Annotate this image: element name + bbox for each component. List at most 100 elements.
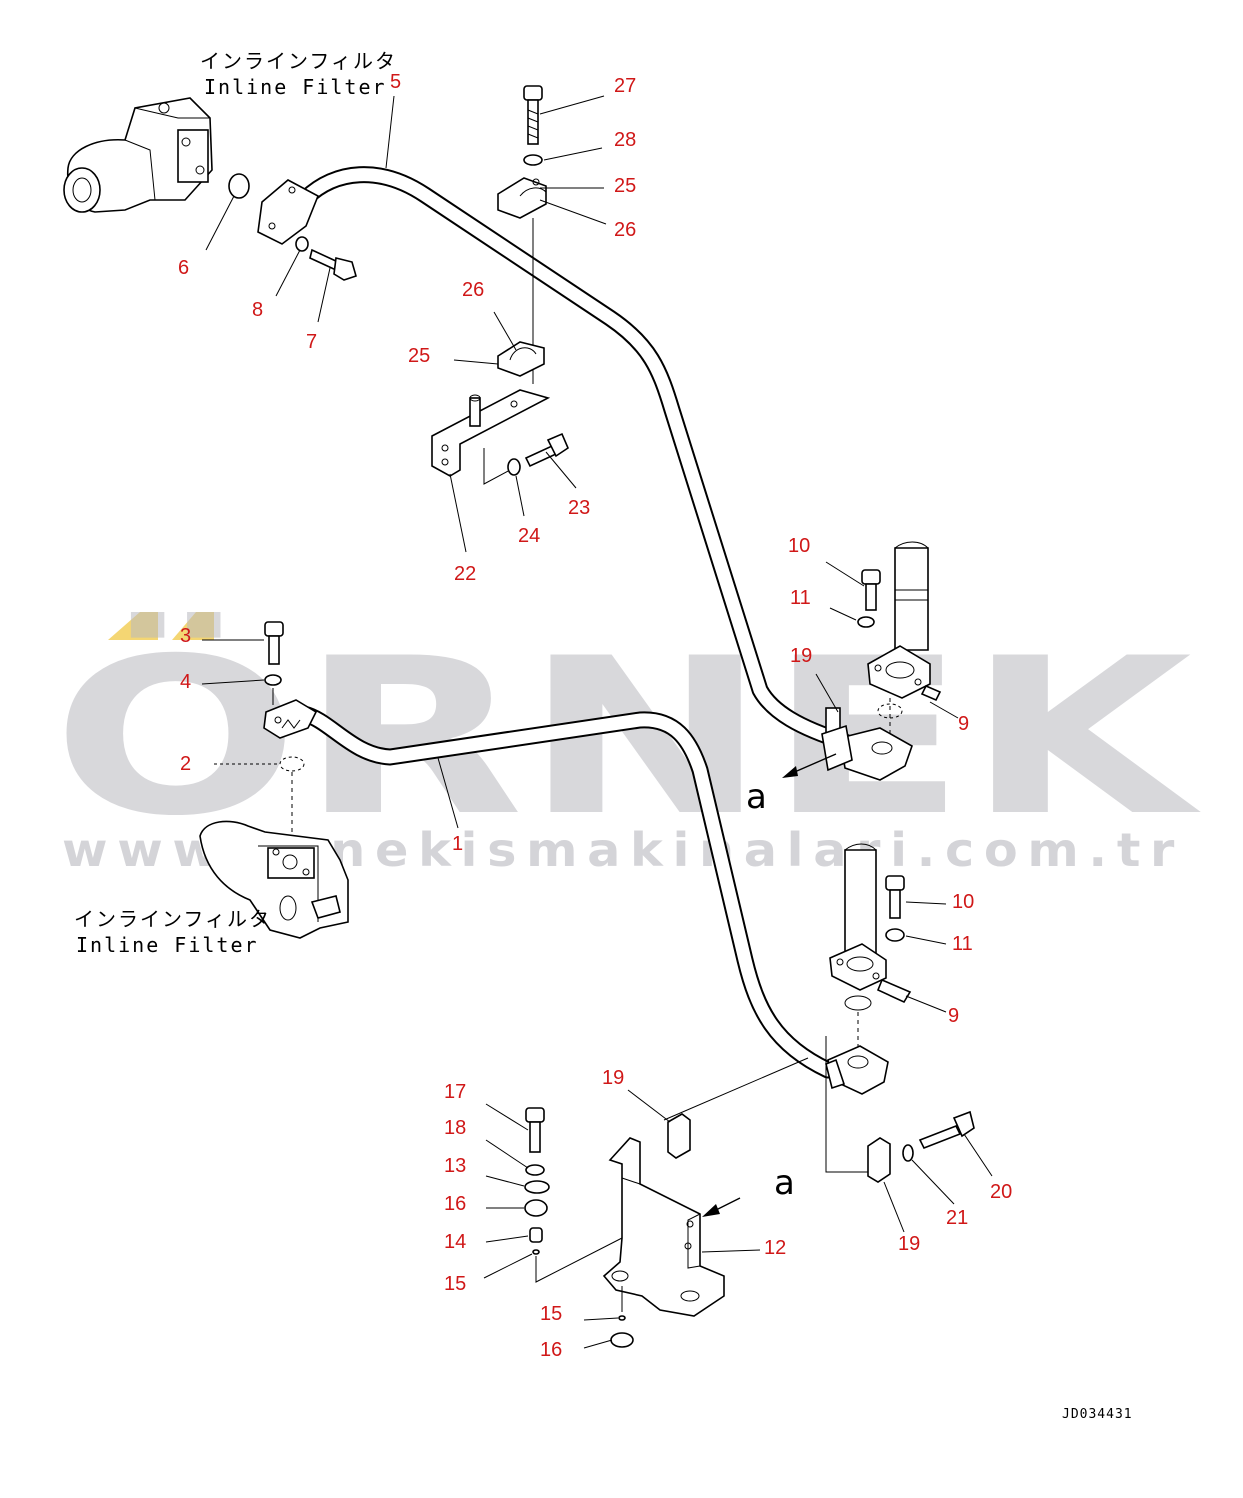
callout-10: 10	[952, 891, 974, 913]
watermark-accent-right	[172, 612, 214, 640]
callout-16: 16	[540, 1339, 562, 1361]
watermark: ÖRNEK www.ornekismakinalari.com.tr	[52, 612, 1201, 877]
assembly-line-19c	[825, 1036, 868, 1173]
bolt-7	[309, 248, 357, 281]
washer-18	[525, 1164, 545, 1176]
caption-bottom-en: Inline Filter	[76, 933, 259, 957]
watermark-accent-left	[108, 612, 158, 640]
view-label-a-upper: a	[746, 777, 767, 817]
bolt-27	[523, 85, 543, 145]
watermark-brand: ÖRNEK	[52, 612, 1201, 863]
callout-20: 20	[990, 1181, 1012, 1203]
hose-right-top	[894, 541, 929, 651]
callout-25: 25	[614, 175, 636, 197]
callout-9: 9	[948, 1005, 959, 1027]
caption-top-jp: インラインフィルタ	[200, 49, 397, 73]
callout-5: 5	[390, 71, 401, 93]
callout-6: 6	[178, 257, 189, 279]
bracket-12	[602, 1137, 725, 1317]
drawing-code: JD034431	[1062, 1407, 1133, 1422]
flange-5-end-right	[821, 707, 913, 781]
callout-21: 21	[946, 1207, 968, 1229]
arrow-a-upper	[782, 753, 837, 778]
callout-11: 11	[790, 587, 811, 609]
clamp-19-right	[867, 1137, 891, 1183]
mount-16-bottom	[610, 1332, 634, 1348]
callout-14: 14	[444, 1231, 466, 1253]
inline-filter-bottom	[199, 820, 349, 939]
bolt-10-top	[861, 569, 881, 611]
bolt-17	[525, 1107, 545, 1153]
pin-15-bottom	[618, 1315, 626, 1321]
assembly-line-22	[483, 448, 511, 485]
caption-bottom-jp: インラインフィルタ	[74, 907, 271, 931]
callout-9: 9	[958, 713, 969, 735]
flange-1-end-right	[825, 1045, 889, 1095]
mount-16-top	[524, 1199, 548, 1217]
o-ring-9-bottom	[844, 995, 872, 1011]
clamp-25-26-top	[497, 177, 547, 219]
callout-17: 17	[444, 1081, 466, 1103]
washer-11-top	[857, 616, 875, 628]
assembly-line-19b	[663, 1057, 809, 1121]
callout-3: 3	[180, 625, 191, 647]
spacer-14	[529, 1227, 543, 1243]
callout-28: 28	[614, 129, 636, 151]
tube-1	[295, 705, 837, 1079]
flange-9-top	[867, 645, 942, 702]
washer-11-bottom	[885, 928, 905, 942]
callout-2: 2	[180, 753, 191, 775]
pin-15-top	[532, 1249, 540, 1255]
hose-right-bottom	[844, 843, 877, 956]
callout-19: 19	[790, 645, 812, 667]
callout-19: 19	[602, 1067, 624, 1089]
bolt-10-bottom	[885, 875, 905, 919]
callout-15: 15	[444, 1273, 466, 1295]
callout-15: 15	[540, 1303, 562, 1325]
washer-24	[507, 458, 521, 476]
inline-filter-top	[63, 97, 213, 213]
washer-28	[523, 154, 543, 166]
callout-26: 26	[462, 279, 484, 301]
bolt-23	[524, 432, 569, 468]
bracket-22	[431, 389, 551, 477]
leader-lines	[201, 95, 993, 1349]
callouts: 5 27 28 25 26 6 8 7 26 25 23 24 22 10 11…	[178, 71, 1012, 1361]
clamp-19-bottom	[667, 1113, 691, 1159]
bolt-3	[264, 621, 284, 665]
callout-13: 13	[444, 1155, 466, 1177]
washer-8	[295, 236, 309, 252]
assembly-line-12	[535, 1237, 623, 1283]
view-label-a-lower: a	[774, 1163, 795, 1203]
callout-25: 25	[408, 345, 430, 367]
o-ring-6	[228, 173, 250, 199]
callout-18: 18	[444, 1117, 466, 1139]
callout-23: 23	[568, 497, 590, 519]
callout-27: 27	[614, 75, 636, 97]
caption-top-en: Inline Filter	[204, 75, 387, 99]
flange-9-bottom	[829, 943, 912, 1004]
callout-22: 22	[454, 563, 476, 585]
callout-24: 24	[518, 525, 540, 547]
washer-4	[264, 674, 282, 686]
flange-5-end	[257, 179, 320, 245]
callout-26: 26	[614, 219, 636, 241]
callout-11: 11	[952, 933, 973, 955]
callout-8: 8	[252, 299, 263, 321]
washer-21	[902, 1144, 914, 1162]
callout-1: 1	[452, 833, 463, 855]
o-ring-2	[279, 756, 305, 772]
callout-7: 7	[306, 331, 317, 353]
o-ring-9-top	[877, 703, 903, 719]
clamp-25-26-mid	[497, 341, 545, 377]
callout-12: 12	[764, 1237, 786, 1259]
tube-5	[297, 166, 854, 751]
flange-1-end	[263, 699, 318, 739]
washer-13	[524, 1180, 550, 1194]
arrow-a-lower	[702, 1197, 741, 1217]
bolt-20	[918, 1110, 975, 1150]
callout-10: 10	[788, 535, 810, 557]
callout-16: 16	[444, 1193, 466, 1215]
callout-19: 19	[898, 1233, 920, 1255]
